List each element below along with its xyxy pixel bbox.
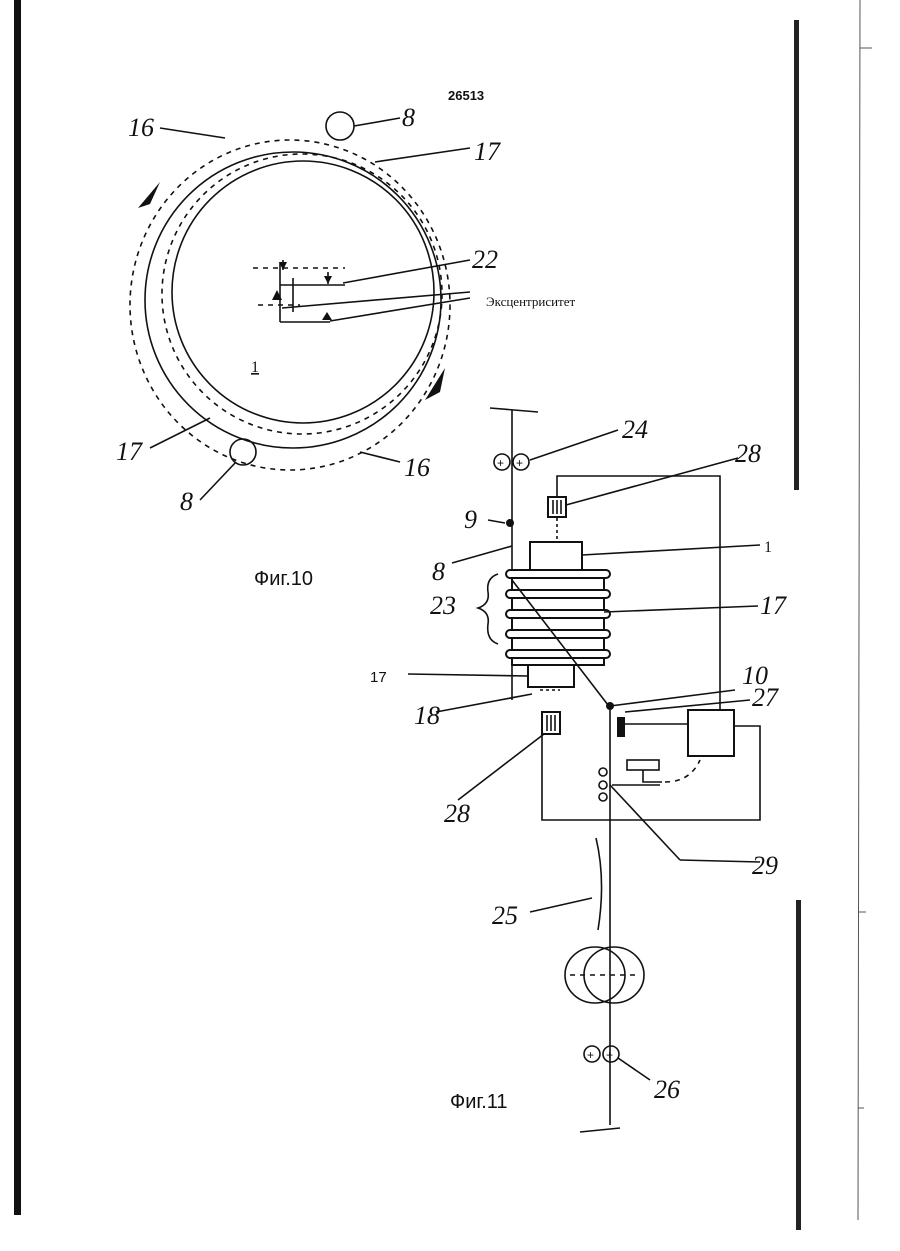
label-1: 1: [251, 359, 259, 376]
label-8-top: 8: [402, 103, 415, 132]
label-22: 22: [472, 245, 498, 274]
label-8: 8: [432, 557, 445, 586]
svg-text:+: +: [497, 456, 504, 470]
rotation-arrow-left: [138, 182, 160, 208]
label-17-left: 17: [370, 669, 387, 686]
label-17-right: 17: [760, 591, 787, 620]
label-17-top: 17: [474, 137, 501, 166]
drum-1: [530, 542, 582, 570]
label-9: 9: [464, 505, 477, 534]
dim-arrow-2: [324, 276, 332, 284]
label-29: 29: [752, 851, 778, 880]
bracket-25: [596, 838, 602, 930]
inner-ring: [172, 161, 434, 423]
patent-number: 26513: [448, 88, 484, 103]
label-1-fig11: 1: [764, 539, 772, 556]
sensor-27: [617, 717, 625, 737]
figure-11-caption: Фиг.11: [450, 1091, 508, 1113]
control-box: [688, 710, 734, 756]
offset-ring-dashed: [162, 154, 442, 434]
label-24: 24: [622, 415, 648, 444]
roller-bottom: [230, 439, 256, 465]
label-16-bottom: 16: [404, 453, 430, 482]
figure-11: + +: [370, 408, 787, 1132]
node-9: [506, 519, 514, 527]
svg-text:+: +: [516, 456, 523, 470]
label-17-bottom: 17: [116, 437, 143, 466]
label-26: 26: [654, 1075, 680, 1104]
eccentricity-annotation: Эксцентриситет: [486, 294, 576, 309]
eccentricity-dimension: [253, 260, 345, 322]
roller-top: [326, 112, 354, 140]
label-28-bottom: 28: [444, 799, 470, 828]
lower-drum: [528, 665, 574, 687]
tension-unit-29: [627, 760, 659, 770]
label-25: 25: [492, 901, 518, 930]
label-28-top: 28: [735, 439, 761, 468]
label-16-top: 16: [128, 113, 154, 142]
svg-text:+: +: [606, 1048, 613, 1062]
figure-10-caption: Фиг.10: [254, 568, 313, 590]
dim-arrow-4: [322, 312, 332, 320]
label-27: 27: [752, 683, 779, 712]
label-8-bottom: 8: [180, 487, 193, 516]
label-23: 23: [430, 591, 456, 620]
svg-text:+: +: [587, 1048, 594, 1062]
figure-10: 16 8 17 22 Эксцентриситет 1 17 8 16 Фиг.…: [116, 103, 576, 590]
label-18: 18: [414, 701, 440, 730]
